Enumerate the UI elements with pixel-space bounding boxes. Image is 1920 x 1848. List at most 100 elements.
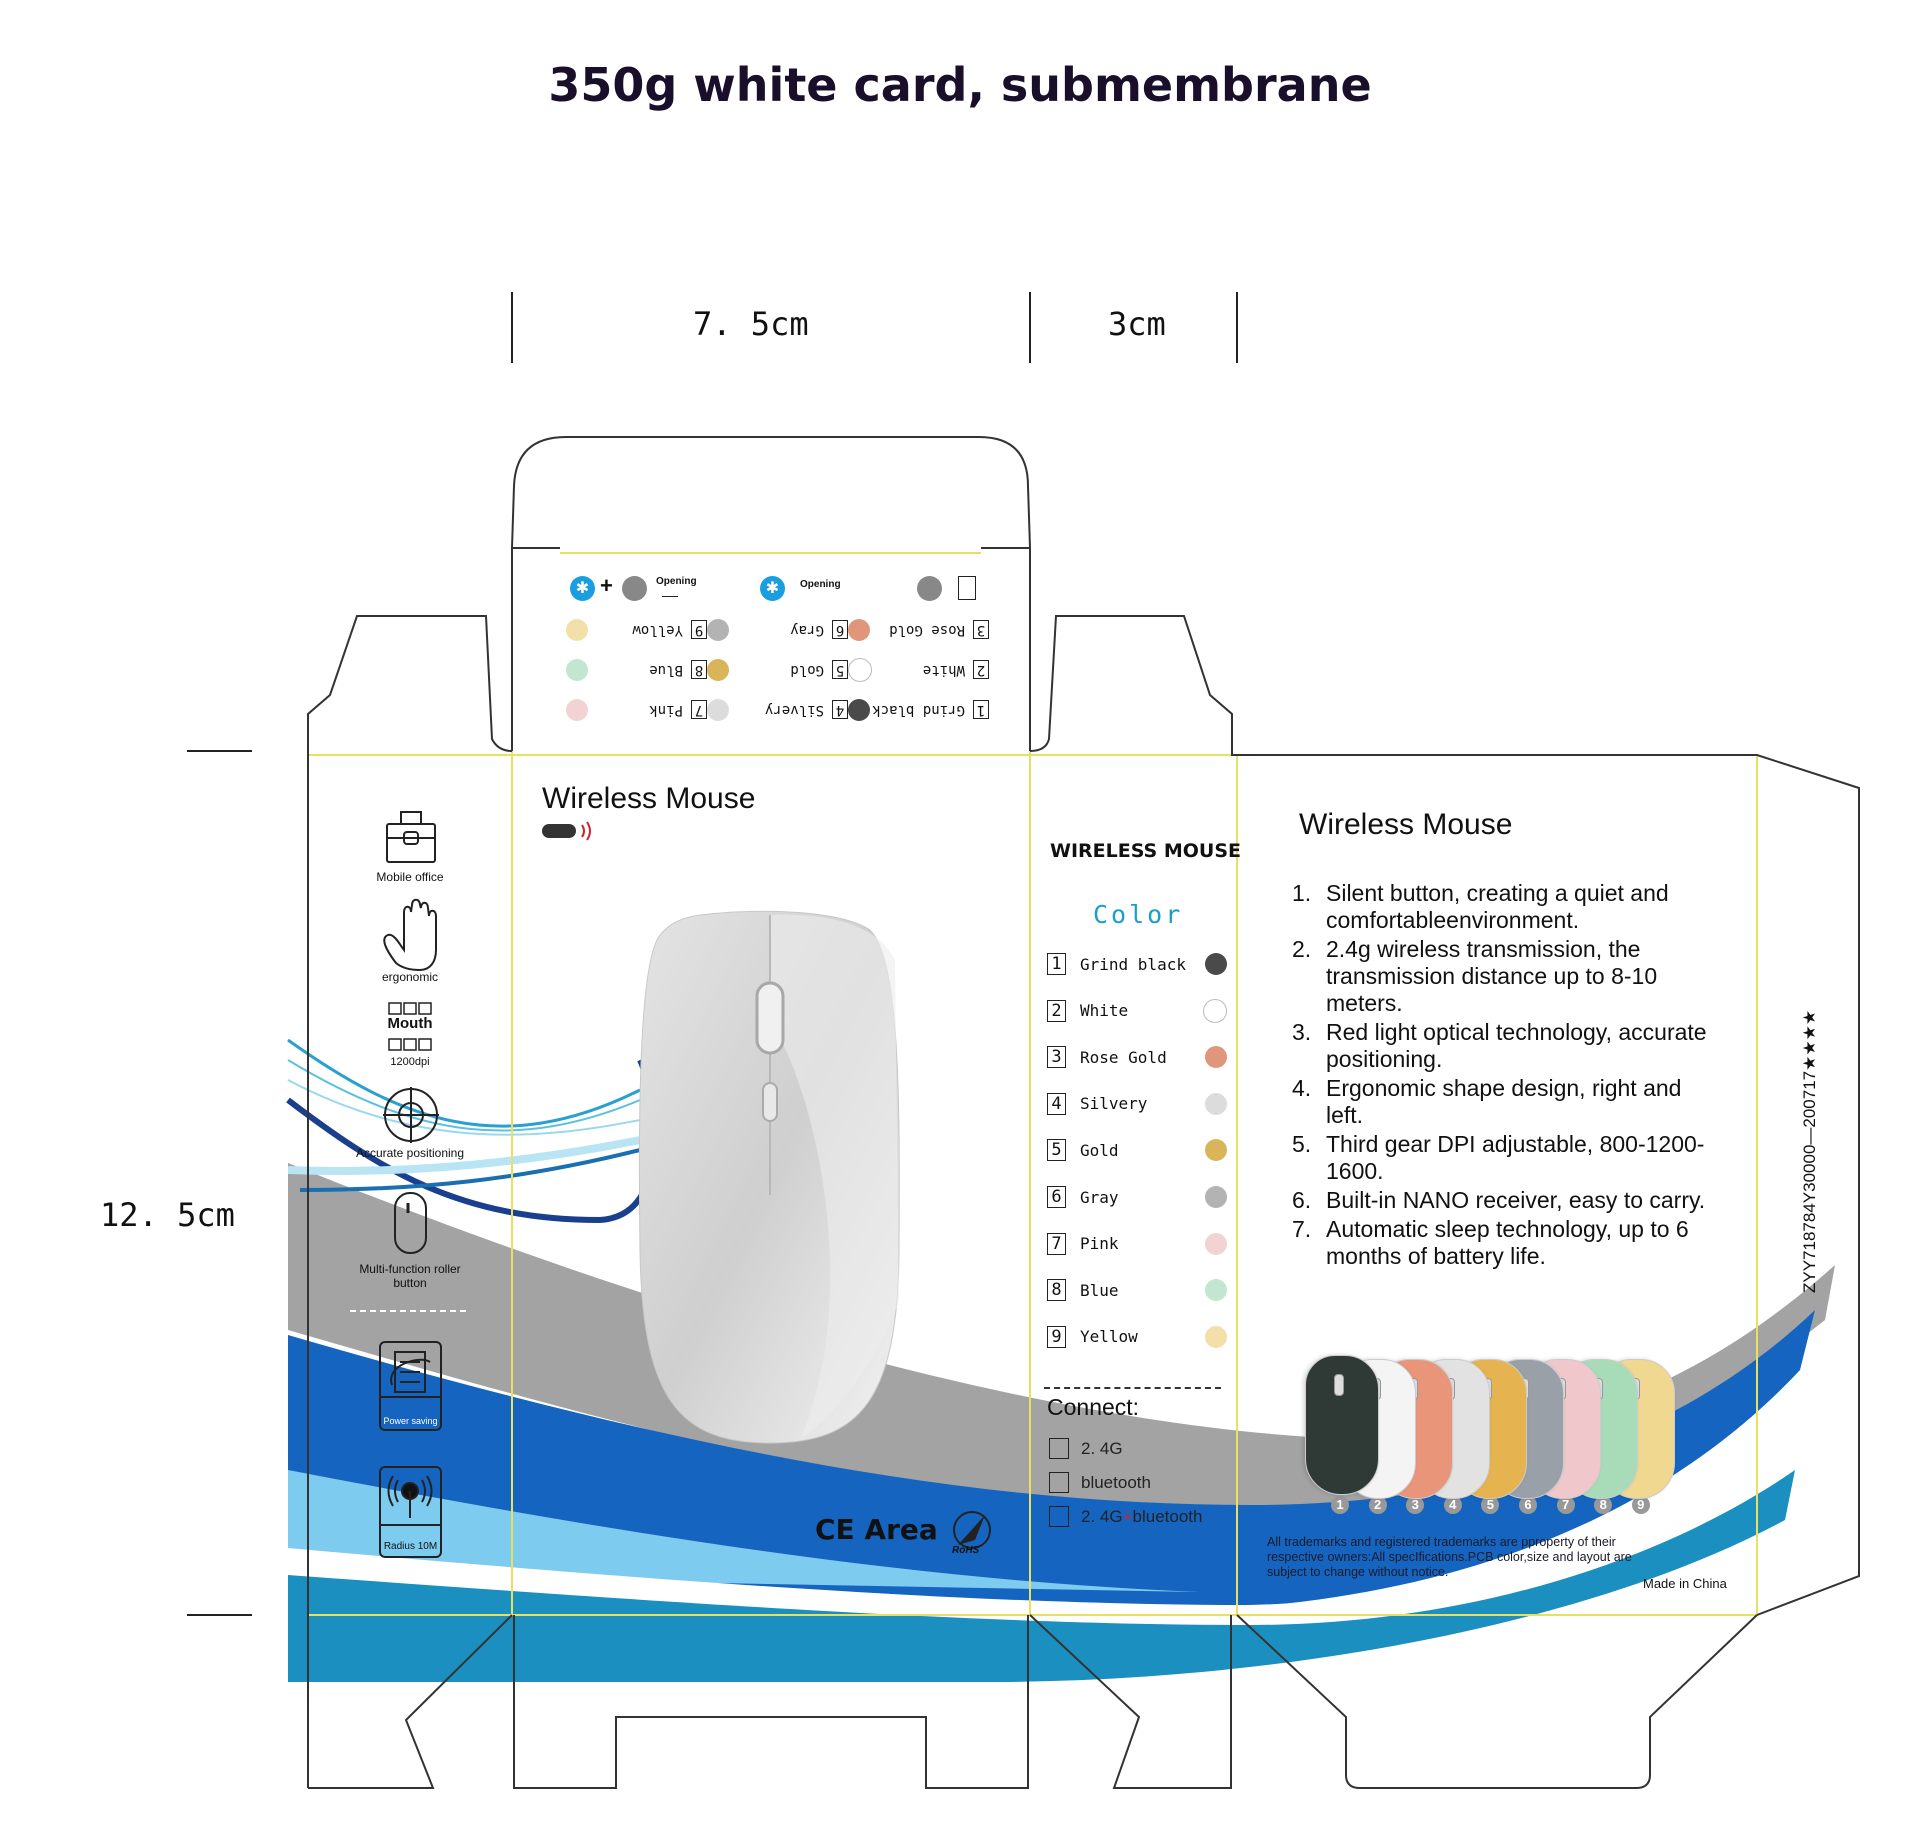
color-swatch	[1205, 1279, 1227, 1302]
side-width-label: 3cm	[1108, 305, 1166, 343]
variant-number: 5	[1481, 1496, 1500, 1514]
number-box: 4	[832, 700, 848, 720]
color-name: Blue	[649, 662, 683, 678]
color-swatch	[1205, 1092, 1227, 1115]
feature-number: 3.	[1292, 1019, 1312, 1045]
option-label: bluetooth	[1132, 1506, 1203, 1526]
feature-text: Red light optical technology, accurate p…	[1326, 1019, 1707, 1072]
gray-band	[288, 1163, 1835, 1510]
color-name: Silvery	[1080, 1094, 1148, 1114]
color-swatch	[566, 699, 588, 721]
receiver-icon	[917, 576, 942, 601]
white-stripe	[288, 1450, 1795, 1625]
product-code: ZYY718784Y30000—200717★★★★	[1800, 1009, 1819, 1293]
connect-option-both[interactable]: 2. 4G+bluetooth	[1049, 1506, 1202, 1527]
option-label: 2. 4G	[1081, 1506, 1123, 1526]
front-title: Wireless Mouse	[542, 782, 756, 815]
feature-item: 6.Built-in NANO receiver, easy to carry.	[1292, 1187, 1712, 1214]
top-flap-header: ✱ + Opening ✱ Opening	[570, 573, 990, 602]
feature-text: Ergonomic shape design, right and left.	[1326, 1075, 1682, 1128]
variant-number: 4	[1443, 1496, 1462, 1514]
variant-number: 3	[1406, 1496, 1425, 1514]
dpi-icon	[388, 1002, 432, 1051]
feature-number: 5.	[1292, 1131, 1312, 1157]
color-swatch	[1205, 953, 1227, 975]
color-row: 5 Gold	[1047, 1137, 1227, 1163]
battery-icon	[379, 1341, 442, 1431]
color-swatch	[566, 659, 588, 681]
signal-icon	[379, 1466, 442, 1558]
dark-blue-band	[288, 1310, 1815, 1610]
number-box: 5	[1047, 1139, 1066, 1162]
rohs-icon	[953, 1511, 991, 1549]
variant-number: 8	[1594, 1496, 1613, 1514]
number-box: 5	[832, 660, 848, 680]
briefcase-icon	[386, 811, 436, 863]
color-swatch	[1205, 1232, 1227, 1255]
color-name: Gray	[790, 622, 824, 638]
number-box: 1	[1047, 953, 1066, 975]
color-name: Gold	[1080, 1140, 1119, 1160]
color-name: Pink	[1080, 1234, 1119, 1254]
feature-text: Third gear DPI adjustable, 800-1200-1600…	[1326, 1131, 1705, 1184]
color-swatch	[848, 658, 872, 682]
color-swatch	[1203, 998, 1227, 1023]
feature-number: 1.	[1292, 880, 1312, 906]
feature-text: Silent button, creating a quiet and comf…	[1326, 880, 1669, 933]
color-name: Pink	[649, 702, 683, 718]
checkbox[interactable]	[1049, 1506, 1069, 1527]
feature-number: 7.	[1292, 1216, 1312, 1242]
hand-icon	[383, 898, 437, 972]
number-box: 6	[1047, 1186, 1066, 1208]
feature-label: Radius 10M	[383, 1541, 438, 1552]
flap-color-item: 7 Pink	[566, 699, 707, 721]
connect-option-bluetooth[interactable]: bluetooth	[1049, 1472, 1151, 1493]
number-box: 9	[691, 620, 707, 640]
number-box: 8	[1047, 1279, 1066, 1302]
variant-number: 2	[1368, 1496, 1387, 1514]
plus-sign: +	[1122, 1506, 1133, 1526]
connect-option-24g[interactable]: 2. 4G	[1049, 1438, 1123, 1459]
color-swatch	[848, 619, 870, 641]
color-swatch	[1205, 1325, 1227, 1348]
mouse-icon	[394, 1192, 427, 1254]
feature-text: Automatic sleep technology, up to 6 mont…	[1326, 1216, 1689, 1269]
color-swatch	[566, 619, 588, 641]
feature-item: 2.2.4g wireless transmission, the transm…	[1292, 936, 1712, 1017]
color-name: Gold	[790, 662, 824, 678]
color-swatch	[1205, 1139, 1227, 1162]
color-swatch	[707, 659, 729, 681]
height-label: 12. 5cm	[100, 1196, 235, 1234]
feature-number: 4.	[1292, 1075, 1312, 1101]
dimension-marks	[187, 292, 1238, 1616]
mouse-product-image	[638, 910, 900, 1444]
page-title: 350g white card, submembrane	[548, 58, 1372, 112]
color-name: Rose Gold	[1080, 1047, 1167, 1067]
checkbox[interactable]	[1049, 1438, 1069, 1459]
ce-label: CE Area	[815, 1513, 938, 1546]
feature-item: 3. Red light optical technology, accurate…	[1292, 1019, 1712, 1073]
checkbox[interactable]	[958, 576, 976, 600]
checkbox[interactable]	[1049, 1472, 1069, 1493]
scroll-wheel-icon	[1334, 1374, 1344, 1396]
crosshair-icon	[383, 1087, 439, 1143]
feature-item: 7. Automatic sleep technology, up to 6 mo…	[1292, 1216, 1712, 1270]
number-box: 7	[691, 700, 707, 720]
opening-label: Opening	[800, 579, 841, 590]
number-box: 9	[1047, 1325, 1066, 1348]
number-box: 2	[1047, 999, 1066, 1022]
opening-underline	[662, 596, 678, 597]
left-feature-icons	[350, 811, 470, 1558]
bluetooth-icon: ✱	[570, 576, 595, 601]
